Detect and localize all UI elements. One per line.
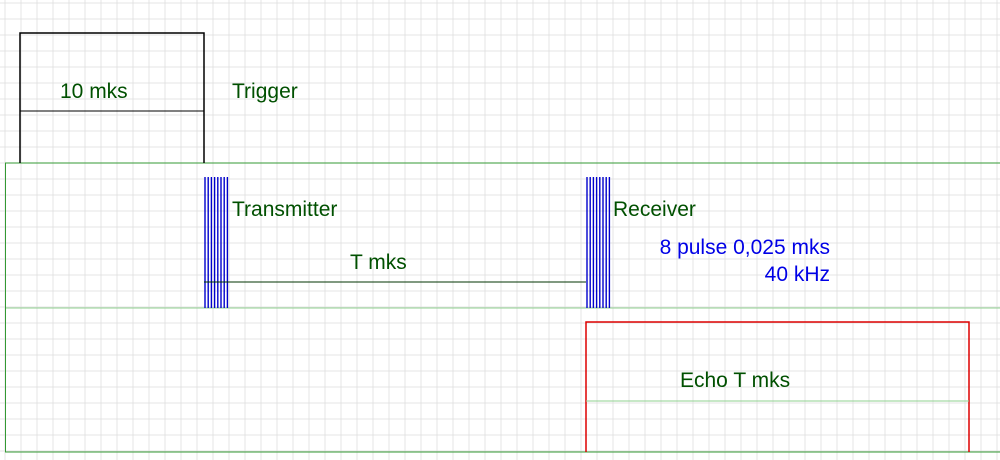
trigger-pulse bbox=[19, 32, 205, 163]
trigger-label: Trigger bbox=[232, 80, 298, 103]
receiver-label: Receiver bbox=[613, 198, 696, 221]
frequency-label: 40 kHz bbox=[765, 263, 830, 286]
echo-pulse bbox=[585, 321, 970, 452]
transmitter-burst bbox=[204, 177, 229, 308]
transmitter-label: Transmitter bbox=[232, 198, 337, 221]
receiver-burst bbox=[586, 177, 611, 308]
trigger-width-label: 10 mks bbox=[60, 80, 128, 103]
pulse-spec-label: 8 pulse 0,025 mks bbox=[660, 236, 830, 259]
echo-label: Echo T mks bbox=[680, 369, 790, 392]
delay-label: T mks bbox=[350, 251, 407, 274]
